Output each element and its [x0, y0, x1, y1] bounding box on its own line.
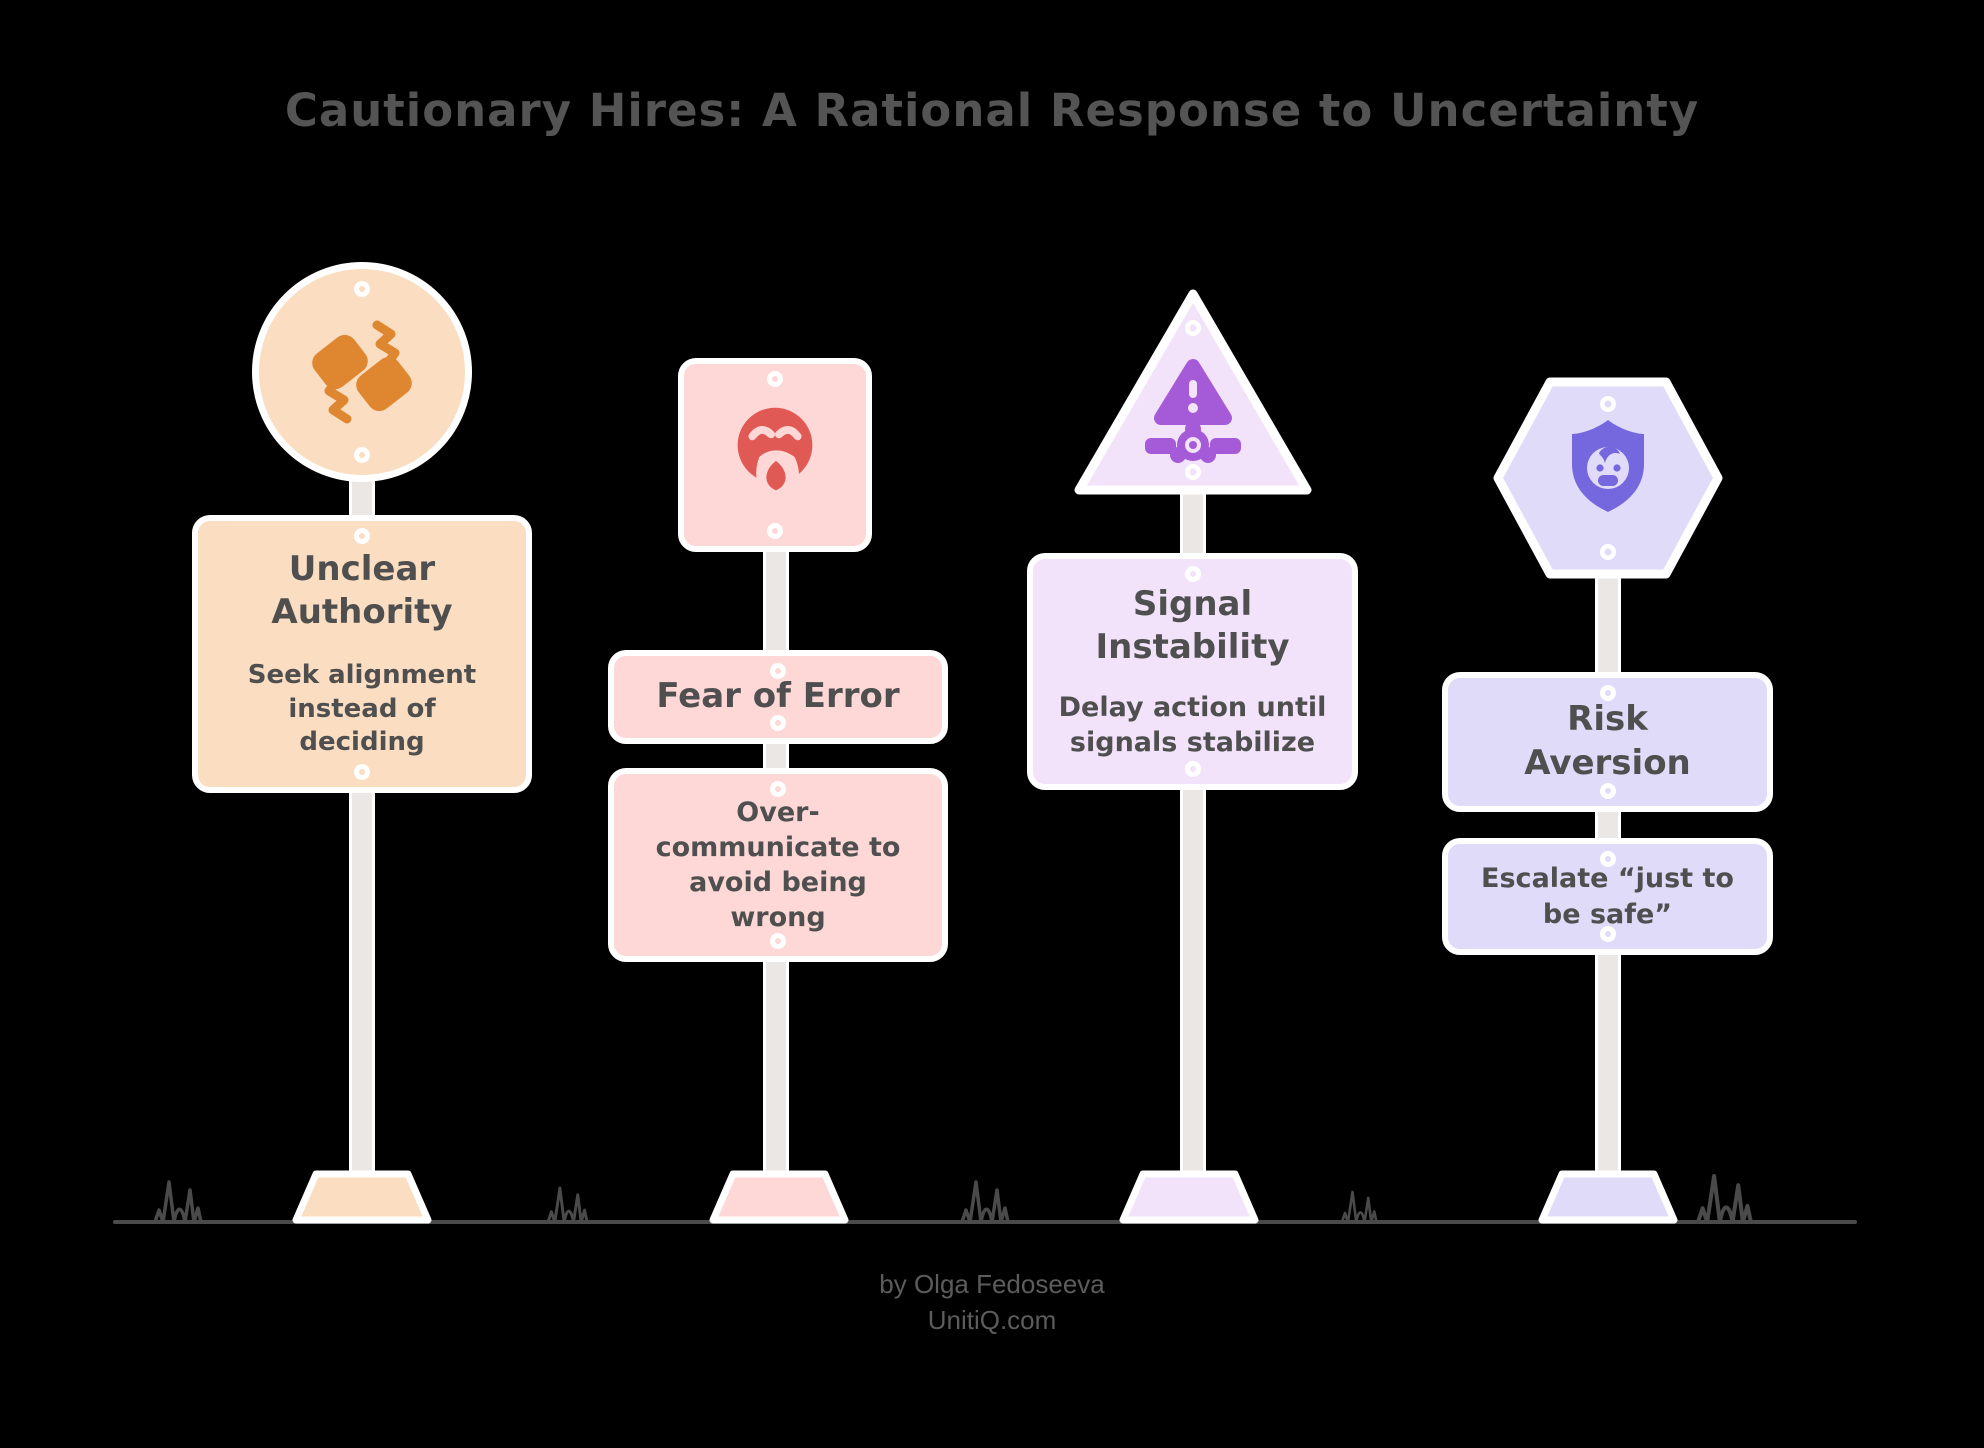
pole-base — [292, 1170, 432, 1224]
screw-icon — [354, 281, 370, 297]
screw-icon — [1599, 685, 1616, 701]
sign-title: Risk Aversion — [1524, 699, 1691, 783]
pole-base — [1538, 1170, 1678, 1224]
hexagon-sign-head — [1493, 377, 1723, 579]
triangle-sign-head — [1074, 289, 1312, 495]
sign-title: Fear of Error — [656, 676, 900, 717]
pole-base — [709, 1170, 849, 1224]
footer-site: UnitiQ.com — [927, 1305, 1057, 1336]
pole-base — [1119, 1170, 1259, 1224]
screw-icon — [1185, 320, 1201, 480]
sign-panel: Over-communicate to avoid being wrong — [608, 768, 948, 962]
sign-title: Signal Instability — [1095, 583, 1290, 668]
sign-body: Delay action until signals stabilize — [1058, 691, 1327, 759]
screw-icon — [1599, 926, 1616, 942]
page-title: Cautionary Hires: A Rational Response to… — [284, 84, 1700, 137]
circle-sign-head — [252, 262, 472, 482]
screw-icon — [354, 447, 370, 463]
screw-icon — [770, 715, 786, 731]
screw-icon — [767, 523, 783, 539]
screw-icon — [354, 764, 370, 780]
footer-byline: by Olga Fedoseeva — [879, 1269, 1105, 1299]
screw-icon — [1184, 761, 1201, 777]
screw-icon — [1599, 783, 1616, 799]
sign-panel: Risk Aversion — [1442, 672, 1773, 812]
broken-handshake-icon — [312, 320, 412, 424]
sign-panel: Escalate “just to be safe” — [1442, 838, 1773, 955]
screw-icon — [354, 528, 370, 544]
screw-icon — [1184, 566, 1201, 582]
baby-shield-icon — [1572, 420, 1644, 512]
grass-tuft — [153, 1180, 203, 1224]
signpost-pole — [1180, 440, 1206, 1182]
sign-body: Over-communicate to avoid being wrong — [655, 796, 901, 934]
signpost-pole — [1595, 470, 1621, 1182]
sign-title: Unclear Authority — [271, 548, 453, 633]
sign-panel: Signal Instability Delay action until si… — [1027, 553, 1358, 790]
screw-icon — [1599, 851, 1616, 867]
screw-icon — [1600, 396, 1616, 560]
screw-icon — [767, 371, 783, 387]
screw-icon — [770, 933, 786, 949]
square-sign-head — [678, 358, 872, 552]
sign-body: Seek alignment instead of deciding — [247, 659, 477, 758]
sign-panel: Unclear Authority Seek alignment instead… — [192, 515, 532, 793]
sign-body: Escalate “just to be safe” — [1481, 863, 1734, 930]
anxious-face-icon — [737, 407, 813, 497]
screw-icon — [770, 781, 786, 797]
sign-panel: Fear of Error — [608, 650, 948, 744]
footer-credit: by Olga Fedoseeva UnitiQ.com — [0, 1266, 1984, 1339]
screw-icon — [770, 663, 786, 679]
warning-valve-icon — [1145, 359, 1241, 463]
